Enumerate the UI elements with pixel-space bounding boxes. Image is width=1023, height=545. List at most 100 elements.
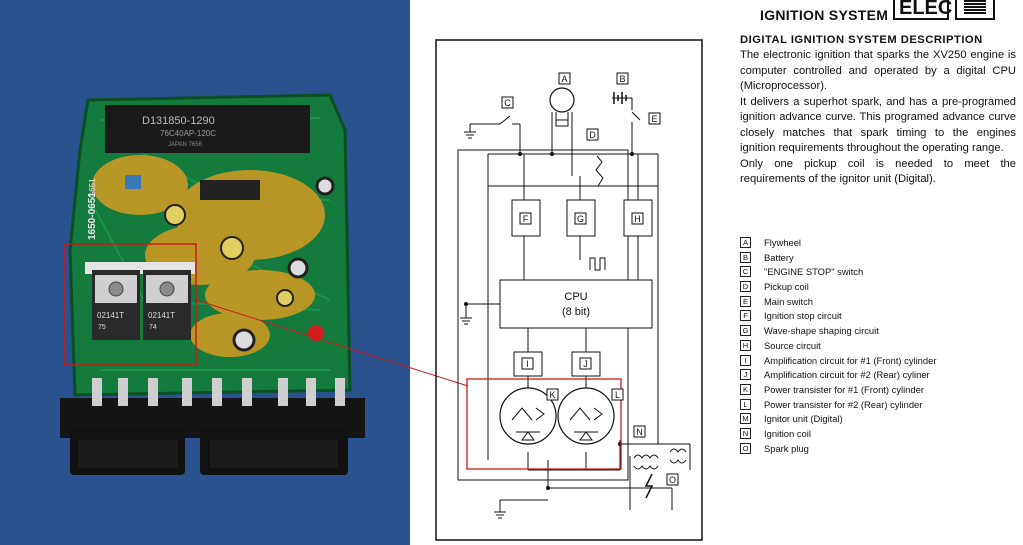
legend-key: O — [740, 442, 751, 454]
chip-text-3: JAPAN 7656 — [168, 142, 203, 148]
legend-label: Spark plug — [764, 442, 809, 454]
legend-item: A Flywheel — [740, 236, 1020, 251]
label-A: A — [561, 74, 567, 84]
power-transistors: 02141T 02141T 75 74 — [85, 262, 195, 340]
label-B: B — [619, 74, 625, 84]
legend-key: E — [740, 295, 751, 307]
description-block: DIGITAL IGNITION SYSTEM DESCRIPTION The … — [740, 34, 1016, 188]
board-text-vertical: 1650-0651 — [87, 192, 98, 240]
label-O: O — [669, 475, 676, 485]
block-J — [571, 351, 601, 377]
description-paragraph: The electronic ignition that sparks the … — [740, 49, 1016, 92]
legend-key: B — [740, 251, 751, 263]
legend-key: C — [740, 266, 751, 278]
legend-label: Amplification circuit for #2 (Rear) cyli… — [764, 369, 930, 381]
legend-key: M — [740, 413, 751, 425]
description-paragraph: Only one pickup coil is needed to meet t… — [740, 157, 1016, 186]
ignitor-board-photo: D131850-1290 76C40AP-120C JAPAN 7656 165… — [0, 0, 410, 545]
label-F: F — [523, 214, 529, 224]
cpu-sublabel: (8 bit) — [562, 306, 590, 318]
legend-item: E Main switch — [740, 295, 1020, 310]
legend-label: Pickup coil — [764, 281, 809, 293]
connector-pins — [92, 378, 345, 406]
cpu-chip: D131850-1290 76C40AP-120C JAPAN 7656 — [105, 105, 310, 153]
ignition-coils — [633, 448, 687, 470]
block-G — [566, 199, 596, 237]
chip-text-1: D131850-1290 — [142, 115, 215, 127]
legend-key: A — [740, 237, 751, 248]
section-badge: ELEC — [893, 0, 952, 20]
legend-label: "ENGINE STOP" switch — [764, 266, 864, 278]
legend-key: D — [740, 281, 751, 293]
legend-item: M Ignitor unit (Digital) — [740, 412, 1020, 427]
diagram-labels: A B C D E F G H I J K L N O — [501, 72, 679, 486]
board-text-top: G651 — [88, 178, 97, 198]
spark-symbol — [644, 473, 654, 499]
label-K: K — [549, 390, 555, 400]
legend-label: Ignition coil — [764, 427, 811, 439]
label-J: J — [583, 359, 588, 369]
legend-label: Ignitor unit (Digital) — [764, 413, 843, 425]
label-G: G — [577, 214, 584, 224]
description-title: DIGITAL IGNITION SYSTEM DESCRIPTION — [740, 34, 983, 46]
label-C: C — [504, 98, 511, 108]
label-L: L — [615, 390, 620, 400]
legend-item: D Pickup coil — [740, 280, 1020, 295]
transistor-2-text: 02141T — [148, 311, 175, 320]
legend-item: C "ENGINE STOP" switch — [740, 265, 1020, 280]
legend-item: J Amplification circuit for #2 (Rear) cyl… — [740, 368, 1020, 383]
label-H: H — [634, 214, 641, 224]
power-transistor-K — [499, 387, 557, 445]
cpu-label: CPU — [564, 291, 587, 303]
legend-label: Power transister for #1 (Front) cylinder — [764, 383, 924, 395]
junction-dots — [464, 152, 634, 490]
legend-label: Amplification circuit for #1 (Front) cyl… — [764, 354, 937, 366]
battery-icon — [955, 0, 995, 20]
label-I: I — [526, 359, 529, 369]
legend-key: G — [740, 325, 751, 337]
component-legend: A Flywheel B Battery C "ENGINE STOP" switch… — [740, 236, 1020, 456]
legend-key: I — [740, 354, 751, 366]
label-D: D — [589, 130, 596, 140]
legend-label: Battery — [764, 251, 794, 263]
legend-label: Source circuit — [764, 339, 821, 351]
legend-label: Wave-shape shaping circuit — [764, 325, 879, 337]
legend-label: Main switch — [764, 295, 813, 307]
legend-label: Flywheel — [764, 237, 801, 248]
chip-text-2: 76C40AP-120C — [160, 129, 216, 138]
diagram-frame — [435, 39, 703, 541]
transistor-2-sub: 74 — [149, 324, 157, 331]
legend-label: Power transister for #2 (Rear) cylinder — [764, 398, 923, 410]
legend-label: Ignition stop circuit — [764, 310, 842, 322]
block-I — [513, 351, 543, 377]
legend-item: H Source circuit — [740, 339, 1020, 354]
legend-key: J — [740, 369, 751, 381]
transistor-region-highlight — [466, 378, 622, 470]
square-wave — [589, 257, 606, 271]
legend-item: L Power transister for #2 (Rear) cylinder — [740, 398, 1020, 413]
description-paragraph: It delivers a superhot spark, and has a … — [740, 95, 1016, 155]
legend-item: G Wave-shape shaping circuit — [740, 324, 1020, 339]
transistor-1-sub: 75 — [98, 324, 106, 331]
legend-key: F — [740, 310, 751, 322]
ground-symbols — [460, 131, 506, 519]
legend-item: I Amplification circuit for #1 (Front) cy… — [740, 354, 1020, 369]
transistor-1-text: 02141T — [97, 311, 124, 320]
connector-housing — [60, 398, 365, 475]
legend-item: O Spark plug — [740, 442, 1020, 457]
page-title: IGNITION SYSTEM — [760, 7, 889, 23]
page-header: IGNITION SYSTEM ELEC — [760, 0, 1023, 28]
battery-symbol — [613, 92, 627, 104]
label-N: N — [636, 427, 643, 437]
block-F — [511, 199, 541, 237]
legend-item: N Ignition coil — [740, 427, 1020, 442]
legend-item: F Ignition stop circuit — [740, 309, 1020, 324]
ignitor-unit-box — [457, 149, 629, 481]
power-transistor-L — [557, 387, 615, 445]
legend-key: N — [740, 427, 751, 439]
label-E: E — [651, 114, 657, 124]
wiring — [465, 97, 691, 512]
legend-key: L — [740, 398, 751, 410]
legend-key: H — [740, 339, 751, 351]
